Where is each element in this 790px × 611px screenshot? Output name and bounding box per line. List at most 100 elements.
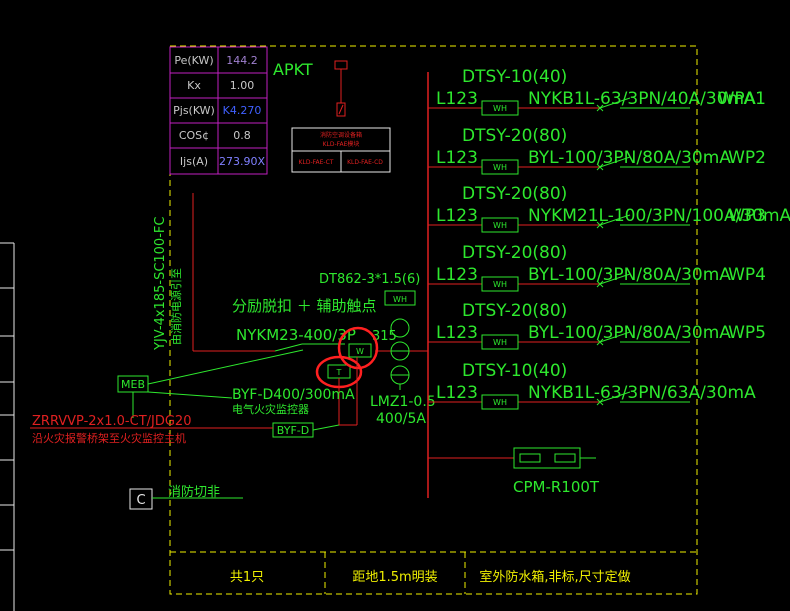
circuit-tag: WPA1: [718, 89, 766, 109]
circuit-breaker: NYKB1L-63/3PN/63A/30mA: [528, 383, 756, 403]
circuit-wh-label: WH: [493, 338, 507, 347]
circuit-meter: DTSY-20(80): [462, 184, 567, 204]
load-value-pjs: K4.270: [223, 104, 262, 117]
circuit-switch: [599, 391, 631, 403]
circuit-phase: L123: [436, 89, 478, 109]
panel-name: APKT: [273, 60, 313, 79]
ct-label: LMZ1-0.5: [370, 394, 436, 410]
load-label-pe: Pe(KW): [174, 54, 213, 67]
load-value-ijs: 273.90X: [219, 155, 265, 168]
incoming-note: 由消防电源引至: [169, 268, 183, 345]
circuit-breaker: NYKB1L-63/3PN/40A/30mA: [528, 89, 756, 109]
signal-cable: ZRRVVP-2x1.0-CT/JDG20: [32, 414, 191, 429]
load-label-pjs: Pjs(KW): [173, 104, 215, 117]
footer-qty: 共1只: [230, 570, 264, 585]
circuit-phase: L123: [436, 148, 478, 168]
footer-dividers: [170, 551, 697, 594]
circuit-1: DTSY-10(40)L123 NYKB1L-63/3PN/40A/30mAWPA…: [428, 67, 766, 116]
load-label-ijs: Ijs(A): [180, 155, 208, 168]
ct-ratio: 400/5A: [376, 411, 426, 427]
circuit-wh-label: WH: [493, 221, 507, 230]
enclosure-frame: [169, 45, 698, 595]
signal-note: 沿火灾报警桥架至火灾监控主机: [32, 431, 186, 445]
load-value-cos: 0.8: [233, 129, 251, 142]
meb-label: MEB: [121, 378, 145, 391]
circuit-wh-label: WH: [493, 163, 507, 172]
w-box-label: W: [356, 347, 364, 356]
legend-cell-left: KLD-FAE-CT: [299, 159, 334, 166]
circuit-meter: DTSY-10(40): [462, 67, 567, 87]
spd-wh-label: WH: [393, 295, 407, 304]
circuit-switch: [599, 331, 631, 343]
spd-label: DT862-3*1.5(6): [319, 272, 420, 287]
circuit-phase: L123: [436, 265, 478, 285]
meb-links: [132, 349, 304, 418]
circuit-wh-box: [481, 217, 519, 233]
circuit-phase: L123: [436, 206, 478, 226]
spd-device-label: CPM-R100T: [513, 478, 600, 496]
circuit-meter: DTSY-20(80): [462, 126, 567, 146]
annotation-circle-1: [337, 326, 379, 370]
circuit-wh-box: [481, 276, 519, 292]
circuit-switch: [599, 214, 631, 226]
load-value-pe: 144.2: [226, 54, 258, 67]
circuit-contact: [596, 398, 604, 406]
fire-cut-label: 消防切非: [168, 484, 220, 500]
circuit-breaker: BYL-100/3PN/80A/30mA: [528, 265, 731, 285]
circuit-wh-box: [481, 394, 519, 410]
load-value-kx: 1.00: [230, 79, 255, 92]
load-label-kx: Kx: [187, 79, 201, 92]
circuit-tag: WP4: [728, 265, 766, 285]
circuit-tag: WP5: [728, 323, 766, 343]
legend-title: 消防空调设备箱: [320, 131, 362, 139]
fire-monitor-lines: [338, 357, 358, 426]
circuit-wh-label: WH: [493, 104, 507, 113]
load-table: [169, 46, 268, 175]
main-breaker-suffix: 315: [372, 329, 397, 344]
left-margin-ticks: [0, 242, 15, 611]
circuit-breaker: NYKM21L-100/3PN/100A/30mA: [528, 206, 790, 226]
legend-symbol: [334, 60, 348, 117]
circuit-wh-label: WH: [493, 398, 507, 407]
circuit-meter: DTSY-20(80): [462, 243, 567, 263]
main-aux-label: 分励脱扣 ＋ 辅助触点: [232, 297, 377, 315]
circuit-switch: [599, 156, 631, 168]
t-box-label: T: [336, 368, 342, 377]
circuit-wh-label: WH: [493, 280, 507, 289]
circuit-wh-box: [481, 334, 519, 350]
byf-box-label: BYF-D: [277, 424, 309, 437]
main-breaker-switch: [274, 343, 303, 352]
fire-monitor-cn: 电气火灾监控器: [232, 402, 309, 416]
main-breaker-label: NYKM23-400/3P: [236, 326, 356, 344]
circuit-tag: WP3: [728, 206, 766, 226]
footer-mount: 距地1.5m明装: [352, 570, 437, 585]
circuit-contact: [596, 221, 604, 229]
w-box: [348, 343, 372, 358]
legend-cell-right: KLD-FAE-CD: [347, 159, 383, 166]
spd-wh-box: [384, 290, 416, 306]
circuit-meter: DTSY-10(40): [462, 361, 567, 381]
circuit-meter: DTSY-20(80): [462, 301, 567, 321]
circuit-wh-box: [481, 159, 519, 175]
fire-cut-box-label: C: [136, 493, 145, 508]
circuit-3: DTSY-20(80)L123 NYKM21L-100/3PN/100A/30mA…: [428, 184, 790, 233]
legend-subtitle: KLD-FAE模块: [323, 140, 360, 148]
byf-link: [312, 424, 340, 431]
circuit-phase: L123: [436, 383, 478, 403]
spd-device: [428, 447, 596, 469]
circuit-6: DTSY-10(40)L123 NYKB1L-63/3PN/63A/30mA WH: [428, 361, 756, 410]
circuit-breaker: BYL-100/3PN/80A/30mA: [528, 148, 731, 168]
fire-cut-box: [129, 488, 153, 510]
circuit-switch: [599, 273, 631, 285]
legend-box: 消防空调设备箱 KLD-FAE模块 KLD-FAE-CT KLD-FAE-CD: [291, 127, 391, 173]
circuit-breaker: BYL-100/3PN/80A/30mA: [528, 323, 731, 343]
footer-spec: 室外防水箱,非标,尺寸定做: [479, 569, 630, 585]
ct-symbols: [390, 318, 410, 390]
fire-monitor-label: BYF-D400/300mA: [232, 387, 355, 403]
circuit-contact: [596, 338, 604, 346]
